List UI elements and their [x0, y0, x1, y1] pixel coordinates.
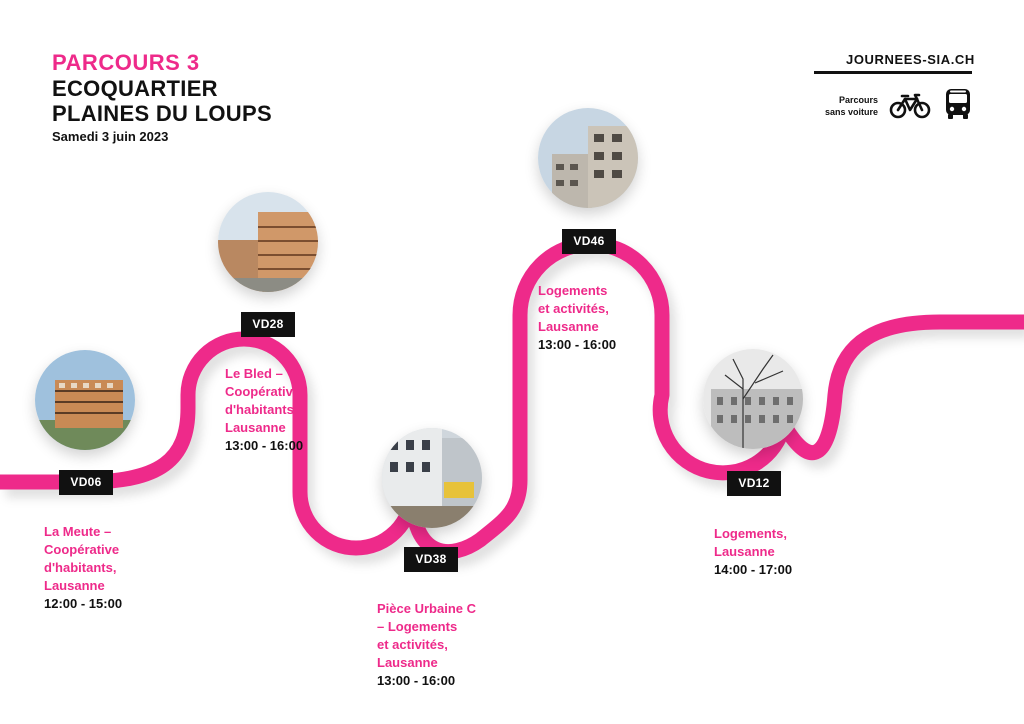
stop-name-line: La Meute – [44, 524, 112, 539]
event-date: Samedi 3 juin 2023 [52, 129, 169, 144]
stop-time: 13:00 - 16:00 [538, 337, 617, 352]
stop-badge-vd12: VD12 [727, 471, 781, 496]
stop-time: 13:00 - 16:00 [225, 438, 304, 453]
stop-name-line: et activités, [538, 301, 609, 316]
stop-time: 13:00 - 16:00 [377, 673, 456, 688]
stop-time: 14:00 - 17:00 [714, 562, 793, 577]
stop-name-line: Logements, [714, 526, 787, 541]
stop-badge-vd28: VD28 [241, 312, 295, 337]
header-rule [814, 71, 972, 74]
bus-icon [946, 89, 970, 119]
building-photo-vd06 [35, 350, 135, 450]
stop-name-line: d'habitants, [225, 402, 298, 417]
website-link[interactable]: JOURNEES-SIA.CH [846, 52, 975, 67]
stop-name-line: Lausanne [225, 420, 286, 435]
stop-name-line: Lausanne [714, 544, 775, 559]
stop-label-vd28: Le Bled – Coopérative d'habitants, Lausa… [225, 365, 303, 455]
no-car-line-2: sans voiture [824, 107, 878, 117]
page-title-line-1: ECOQUARTIER [52, 76, 218, 101]
stop-badge-vd46: VD46 [562, 229, 616, 254]
stop-name-line: Lausanne [538, 319, 599, 334]
building-photo-vd46 [538, 108, 638, 208]
stop-time: 12:00 - 15:00 [44, 596, 123, 611]
stop-label-vd38: Pièce Urbaine C – Logements et activités… [377, 600, 476, 690]
building-photo-vd28 [218, 192, 318, 292]
stop-badge-vd06: VD06 [59, 470, 113, 495]
stop-name-line: Coopérative [44, 542, 120, 557]
stop-label-vd12: Logements, Lausanne 14:00 - 17:00 [714, 525, 792, 579]
building-photo-vd38 [382, 428, 482, 528]
stop-name-line: Logements [538, 283, 608, 298]
stop-name-line: Lausanne [44, 578, 105, 593]
no-car-note: Parcours sans voiture [806, 94, 878, 118]
stop-badge-vd38: VD38 [404, 547, 458, 572]
route-number: PARCOURS 3 [52, 50, 200, 75]
stop-name-line: Pièce Urbaine C [377, 601, 476, 616]
stop-name-line: Coopérative [225, 384, 301, 399]
bicycle-icon [889, 93, 931, 119]
stop-name-line: – Logements [377, 619, 458, 634]
page-title: ECOQUARTIER PLAINES DU LOUPS [52, 76, 272, 126]
stop-name-line: Le Bled – [225, 366, 283, 381]
stop-label-vd06: La Meute – Coopérative d'habitants, Laus… [44, 523, 122, 613]
stop-label-vd46: Logements et activités, Lausanne 13:00 -… [538, 282, 616, 354]
stop-name-line: Lausanne [377, 655, 438, 670]
stop-name-line: d'habitants, [44, 560, 117, 575]
stop-name-line: et activités, [377, 637, 448, 652]
page-title-line-2: PLAINES DU LOUPS [52, 101, 272, 126]
no-car-line-1: Parcours [838, 95, 878, 105]
building-photo-vd12 [703, 349, 803, 449]
